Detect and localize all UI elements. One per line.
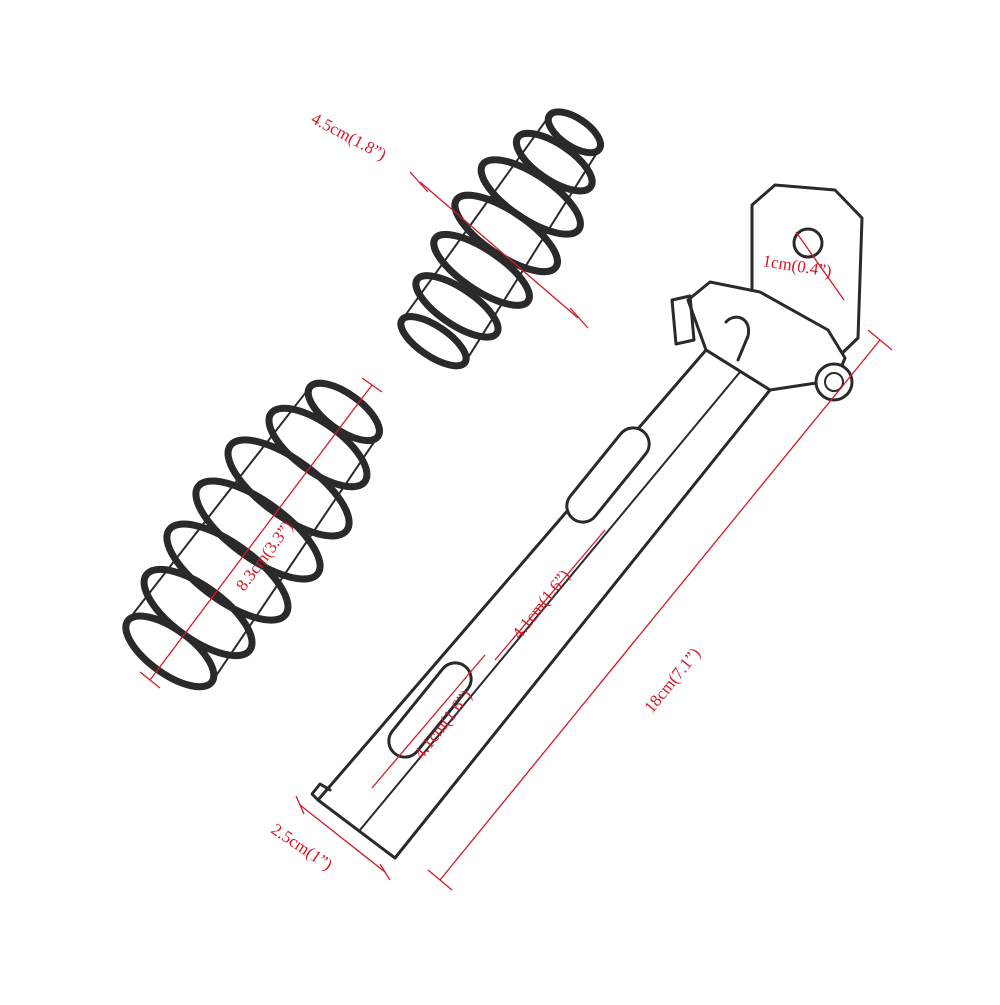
bracket (310, 183, 864, 860)
slot-lower (387, 661, 473, 759)
spring-lower (122, 379, 383, 691)
dimension-lines (139, 171, 893, 891)
label-bracket-width: 2.5cm(1”) (268, 820, 336, 875)
spring-upper (397, 108, 604, 370)
slot-upper (565, 426, 651, 524)
bolt-icon (814, 362, 854, 402)
label-bracket-length: 18cm(7.1”) (640, 644, 704, 716)
label-spring-top-width: 4.5cm(1.8”) (308, 109, 389, 164)
mounting-hole (792, 227, 824, 259)
